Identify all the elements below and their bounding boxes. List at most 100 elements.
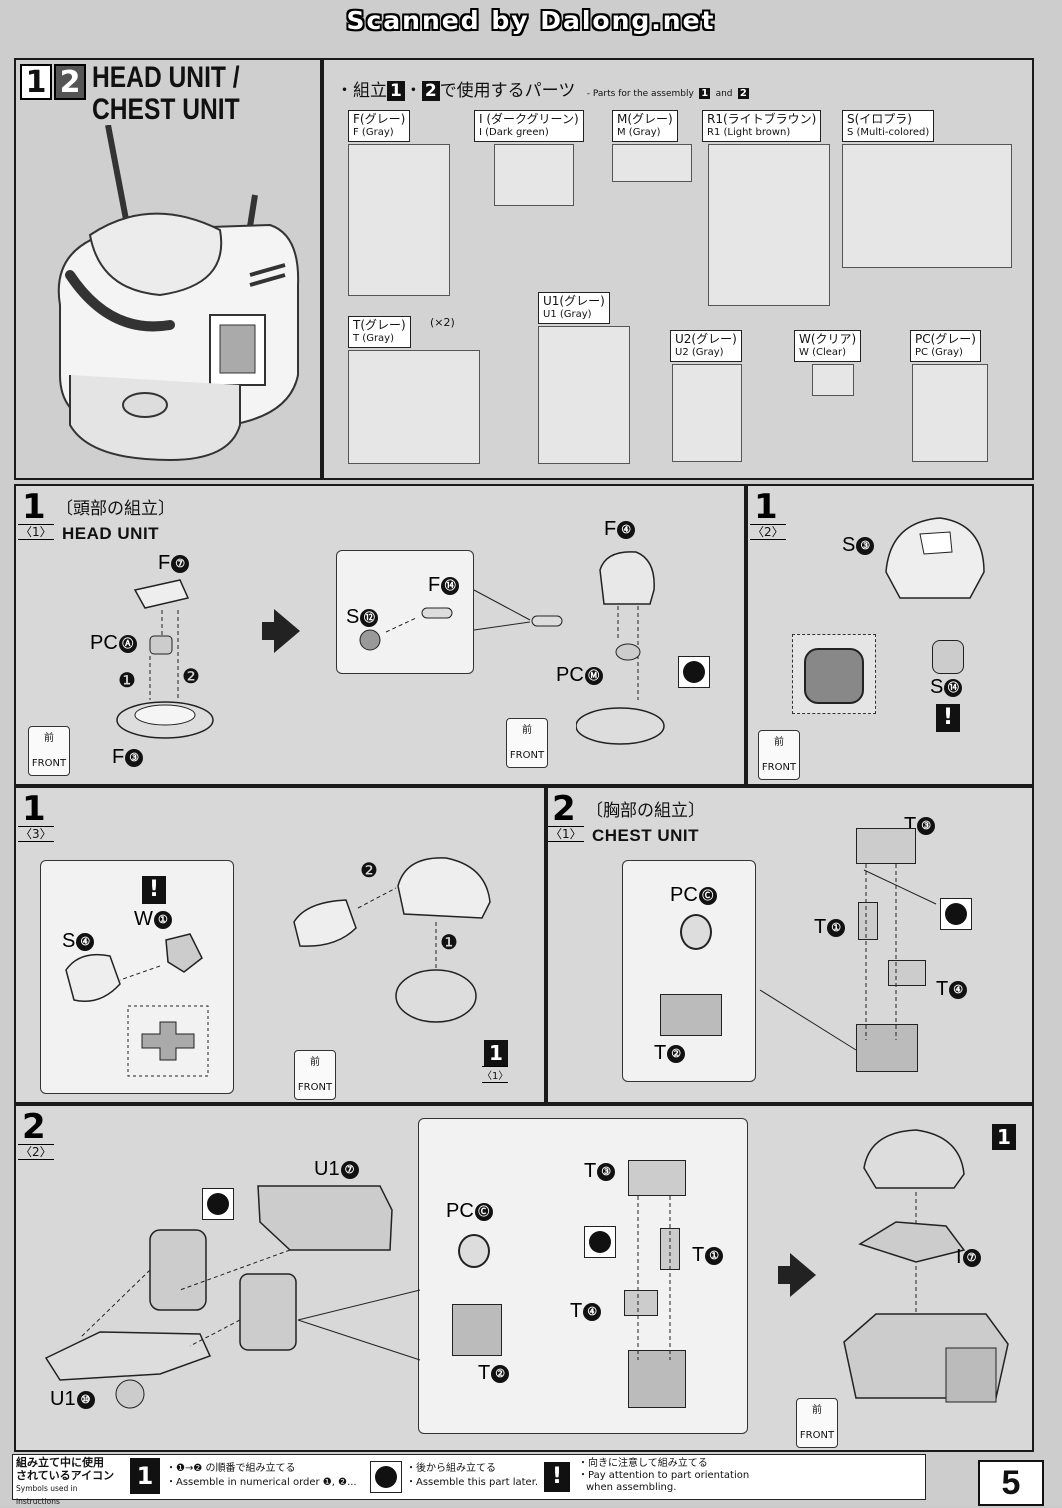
parts-heading-en-n2: 2 (737, 88, 749, 99)
step2-2-sub: 〈2〉 (18, 1144, 54, 1160)
runner-label-pc: PC(グレー)PC (Gray) (910, 330, 981, 362)
seq-marker-1: ❶ (118, 668, 136, 692)
parts-heading-n2: 2 (421, 81, 440, 101)
s14-part (932, 640, 964, 674)
t4-part-2 (624, 1290, 658, 1316)
legend-warn-en2: when assembling. (586, 1482, 677, 1493)
step2-1-en-title: CHEST UNIT (592, 826, 699, 845)
step1-3-assembly-drawing (293, 857, 491, 1023)
head-chest-illustration (57, 125, 300, 462)
step2-2-guide-lines (297, 1196, 671, 1361)
parts-heading-en-and: and (715, 89, 733, 99)
legend-back-en: ・Assemble this part later. (406, 1477, 539, 1488)
step2-2-number: 2 (22, 1107, 46, 1147)
step-arrow-2 (790, 1253, 816, 1297)
runner-label-r1: R1(ライトブラウン)R1 (Light brown) (702, 110, 822, 142)
legend-back-text: ・後から組み立てる ・Assemble this part later. (406, 1462, 538, 1490)
step1-1-en-title: HEAD UNIT (62, 524, 160, 543)
legend-seq-text: ・❶→❷ の順番で組み立てる ・Assemble in numerical or… (166, 1462, 357, 1490)
runner-s-diagram (842, 144, 1012, 268)
legend-warn-en1: ・Pay attention to part orientation (578, 1470, 750, 1481)
t3-part-1 (856, 828, 916, 864)
callout-lines-1 (473, 589, 563, 631)
step2-1-number: 2 (552, 789, 576, 829)
pcc-part-1 (680, 914, 712, 950)
detail-callout-5 (418, 1118, 748, 1434)
step1-1-assembly-drawing (116, 579, 214, 739)
step1-3-sub: 〈3〉 (18, 826, 54, 842)
runner-label-u2: U2(グレー)U2 (Gray) (670, 330, 742, 362)
warning-icon-1: ! (936, 704, 960, 732)
legend-bar (12, 1454, 926, 1500)
legend-seq-icon: 1 (130, 1458, 160, 1494)
runner-t-count: (×2) (430, 316, 455, 329)
step1-2-number: 1 (754, 487, 778, 527)
watermark-text: Scanned by Dalong.net (346, 6, 716, 35)
seq-marker-2: ❷ (182, 664, 200, 688)
t2-part-3 (452, 1304, 502, 1356)
step1-1-sub: 〈1〉 (18, 524, 54, 540)
runner-label-u1: U1(グレー)U1 (Gray) (538, 292, 610, 324)
warning-icon-2: ! (142, 876, 166, 904)
step2-2-base-drawing (44, 1185, 393, 1409)
ref-step-number-2: 1 (992, 1124, 1016, 1150)
step1-1-head-drawing (576, 551, 665, 745)
back-assembly-icon-2 (940, 898, 972, 930)
legend-back-jp: ・後から組み立てる (406, 1463, 496, 1474)
runner-label-m: M(グレー)M (Gray) (612, 110, 678, 142)
runner-label-i: I (ダークグリーン)I (Dark green) (474, 110, 584, 142)
t3-part-2 (628, 1160, 686, 1196)
runner-t-diagram (348, 350, 480, 464)
back-assembly-icon-3 (202, 1188, 234, 1220)
step-arrow-stem-1 (262, 622, 274, 640)
step2-1-sub: 〈1〉 (548, 826, 584, 842)
s14-detail-part (804, 648, 864, 704)
runner-r1-diagram (708, 144, 830, 306)
f14-s12-drawing (359, 607, 453, 651)
legend-back-icon (370, 1461, 402, 1493)
runner-label-t: T(グレー)T (Gray) (348, 316, 411, 348)
legend-warn-text: ・向きに注意して組み立てる ・Pay attention to part ori… (578, 1458, 749, 1494)
step1-2-sub: 〈2〉 (750, 524, 786, 540)
legend-seq-en: ・Assemble in numerical order ❶, ❷... (166, 1477, 357, 1488)
legend-title-en: Symbols used in instructions (16, 1484, 78, 1506)
back-assembly-icon-4 (584, 1226, 616, 1258)
runner-label-f: F(グレー)F (Gray) (348, 110, 411, 142)
step-arrow-stem-2 (778, 1266, 790, 1284)
back-assembly-icon-1 (678, 656, 710, 688)
step-number-2: 2 (54, 64, 86, 100)
ref-step-sub: 〈1〉 (482, 1066, 509, 1083)
step-number-1: 1 (20, 64, 52, 100)
page-title-line2: CHEST UNIT (92, 93, 240, 126)
s4-w1-drawing (65, 933, 209, 1077)
t1-part-1 (858, 902, 878, 940)
runner-w-diagram (812, 364, 854, 396)
step2-1-guide-lines (759, 864, 937, 1051)
seq-marker-4: ❶ (440, 930, 458, 954)
runner-u2-diagram (672, 364, 742, 462)
runner-u1-diagram (538, 326, 630, 464)
step2-1-jp-title: 〔胸部の組立〕 (586, 801, 705, 821)
page-number: 5 (978, 1460, 1044, 1506)
seq-marker-3: ❷ (360, 858, 378, 882)
runner-label-w: W(クリア)W (Clear) (794, 330, 862, 362)
parts-heading-en: - Parts for the assembly (586, 89, 694, 99)
